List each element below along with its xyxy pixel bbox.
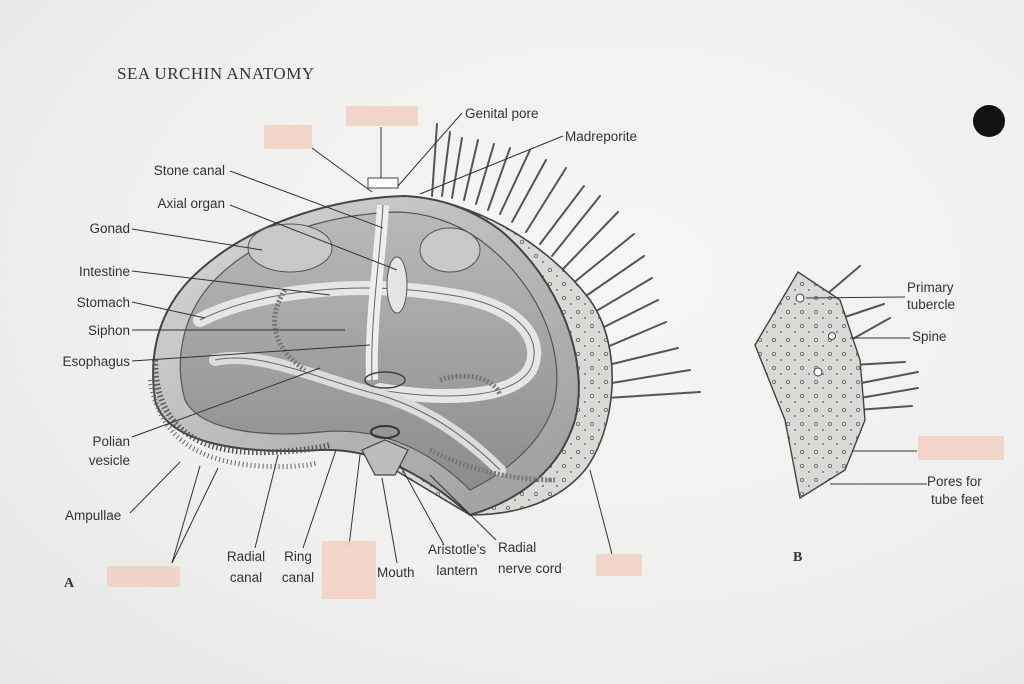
blank-answer-box[interactable] (264, 125, 312, 149)
leader-lines (129, 112, 613, 564)
label-madreporite: Madreporite (565, 129, 638, 144)
label-aristotles-lantern-line1: Aristotle's (427, 542, 487, 557)
label-gonad: Gonad (89, 221, 130, 236)
label-radial-nerve-cord-line2: nerve cord (498, 561, 562, 576)
label-intestine: Intestine (78, 264, 130, 279)
label-axial-organ: Axial organ (157, 196, 225, 211)
test-fragment-b (754, 265, 927, 500)
label-ring-canal-line2: canal (281, 570, 315, 585)
blank-answer-box[interactable] (322, 541, 376, 599)
punch-hole (973, 105, 1005, 137)
label-radial-canal-line1: Radial (226, 549, 266, 564)
label-aristotles-lantern-line2: lantern (436, 563, 478, 578)
figure-letter-a: A (64, 576, 75, 591)
blank-answer-box[interactable] (596, 554, 642, 576)
label-genital-pore: Genital pore (465, 106, 539, 121)
blank-answer-box[interactable] (346, 106, 418, 126)
label-siphon: Siphon (87, 323, 130, 338)
label-pores-tube-feet-line2: tube feet (931, 492, 984, 507)
label-stomach: Stomach (76, 295, 130, 310)
label-polian-vesicle-line1: Polian (92, 434, 130, 449)
figure-letter-b: B (793, 550, 803, 565)
label-primary-tubercle-line1: Primary (907, 280, 954, 295)
spines (431, 123, 701, 399)
page-title: SEA URCHIN ANATOMY (117, 64, 315, 83)
blank-answer-box[interactable] (107, 566, 180, 587)
label-mouth: Mouth (377, 565, 415, 580)
label-polian-vesicle-line2: vesicle (88, 453, 130, 468)
label-esophagus: Esophagus (62, 354, 130, 369)
label-radial-canal-line2: canal (229, 570, 263, 585)
label-radial-nerve-cord-line1: Radial (498, 540, 537, 555)
label-spine: Spine (912, 329, 947, 344)
label-stone-canal: Stone canal (153, 163, 225, 178)
label-pores-tube-feet-line1: Pores for (927, 474, 982, 489)
blank-answer-box[interactable] (918, 436, 1004, 460)
label-ampullae: Ampullae (65, 508, 122, 523)
label-ring-canal-line1: Ring (284, 549, 312, 564)
label-primary-tubercle-line2: tubercle (907, 297, 956, 312)
